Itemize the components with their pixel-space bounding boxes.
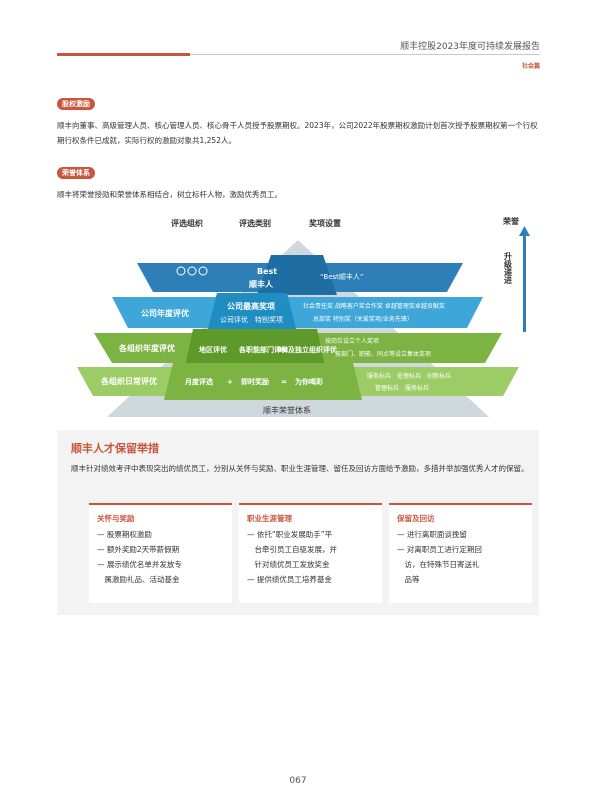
people-icon-3 <box>198 266 208 276</box>
card-title: 保留及回访 <box>397 514 435 523</box>
level-1-center <box>257 255 337 295</box>
level-2-mid-line1: 公司最高奖项 <box>227 301 275 311</box>
stock-incentive-text: 顺丰向董事、高级管理人员、核心管理人员、核心骨干人员授予股票期权。2023年，公… <box>57 121 538 145</box>
card-care-reward: 关怀与奖励 — 股票期权激励 — 额外奖励2天带薪假期 — 展示绩优名单并发放专… <box>89 503 232 603</box>
level-4-award-line1: 服务标兵 处理标兵 创新标兵 <box>367 372 451 380</box>
level-4-mid-5: 为你喝彩 <box>295 377 324 386</box>
card-item: 访，在特殊节日寄送礼 <box>397 560 480 569</box>
level-2-left: 公司年度评优 <box>141 308 189 318</box>
level-3-mid-3: BU及独立组织评优 <box>277 345 337 354</box>
level-3-award-line1: 按岗位设立个人奖项 <box>325 337 379 345</box>
level-2-center <box>207 293 297 332</box>
section-label: 社会篇 <box>521 63 540 70</box>
card-item: — 对离职员工进行定期回 <box>397 545 482 554</box>
col-header-org: 评选组织 <box>171 218 203 228</box>
card-item: 针对绩优员工发放奖金 <box>247 560 330 569</box>
col-header-category: 评选类别 <box>239 218 271 228</box>
col-header-award: 奖项设置 <box>309 218 341 228</box>
level-4-mid-1: 月度评选 <box>184 377 213 386</box>
card-item: — 进行离职面谈挽留 <box>397 530 467 539</box>
header-divider <box>190 54 540 55</box>
level-3-mid-1: 地区评优 <box>199 345 227 354</box>
card-item: — 额外奖励2天带薪假期 <box>97 545 180 554</box>
level-4-mid-4: = <box>281 378 287 386</box>
level-2-award-line1: 社会责任奖 战略客户奖合作奖 卓越管理奖卓越贡献奖 <box>303 302 445 310</box>
level-3-center <box>185 329 325 367</box>
retention-intro: 顺丰针对绩效考评中表现突出的绩优员工，分别从关怀与奖励、职业生涯管理、留任及回访… <box>71 464 529 473</box>
card-title: 职业生涯管理 <box>247 514 292 523</box>
card-item: 台牵引员工自驱发展，并 <box>247 545 337 554</box>
level-1-award: “Best顺丰人” <box>320 272 364 281</box>
level-4-mid-2: + <box>227 378 233 386</box>
level-3-mid-2: 各职能部门评优 <box>238 345 288 354</box>
card-item: 属激励礼品、活动基金 <box>97 575 180 584</box>
honor-system-text: 顺丰将荣誉授勋和荣誉体系相结合，树立标杆人物，激励优秀员工。 <box>57 190 282 199</box>
report-title: 顺丰控股2023年度可持续发展报告 <box>400 42 540 52</box>
card-item: — 提供绩优员工培养基金 <box>247 575 332 584</box>
talent-retention-section: 顺丰人才保留举措 顺丰针对绩效考评中表现突出的绩优员工，分别从关怀与奖励、职业生… <box>57 430 539 615</box>
honor-arrow-label: 荣誉 <box>502 216 520 226</box>
level-4-left: 各组织日常评优 <box>100 376 157 386</box>
level-2-award-line2: 总部奖 特别奖（关爱奖项/业务先锋） <box>313 315 413 323</box>
honor-arrow-head <box>519 226 530 236</box>
level-3-left: 各组织年度评优 <box>118 343 175 353</box>
header-accent-line <box>57 53 190 56</box>
level-1-mid-line2: 顺丰人 <box>249 279 274 289</box>
level-4-award-line2: 管理标兵 服务标兵 <box>375 384 429 392</box>
level-4-mid-3: 即时奖励 <box>241 377 269 386</box>
card-title: 关怀与奖励 <box>97 514 135 523</box>
level-2-mid-line2: 公司评优 特别奖项 <box>220 315 283 324</box>
honor-arrow-text: 升级递进 <box>503 251 513 285</box>
card-career-management: 职业生涯管理 — 依托“职业发展助手”平 台牵引员工自驱发展，并 针对绩优员工发… <box>239 503 382 603</box>
honor-system-tag: 荣誉体系 <box>57 167 95 179</box>
page-number: 067 <box>289 776 307 786</box>
level-1-mid-line1: Best <box>257 267 277 276</box>
people-icon-2 <box>187 266 197 276</box>
people-icon <box>176 266 186 276</box>
stock-incentive-tag: 股权激励 <box>57 98 95 110</box>
card-item: — 展示绩优名单并发放专 <box>97 560 182 569</box>
card-retention-followup: 保留及回访 — 进行离职面谈挽留 — 对离职员工进行定期回 访，在特殊节日寄送礼… <box>389 503 532 603</box>
level-2-band <box>112 297 483 328</box>
honor-pyramid-diagram: 评选组织 评选类别 奖项设置 荣誉 升级递进 Best 顺丰人 “Best顺丰人… <box>57 212 539 428</box>
level-3-award-line2: 按部门、职能、同点等设立集体奖项 <box>335 350 431 358</box>
honor-arrow-shaft <box>523 234 526 332</box>
pyramid-base-label: 顺丰荣誉体系 <box>263 405 311 415</box>
card-item: 品等 <box>397 575 420 584</box>
card-item: — 依托“职业发展助手”平 <box>247 530 333 539</box>
level-4-center <box>164 363 362 400</box>
retention-title: 顺丰人才保留举措 <box>71 442 159 455</box>
card-item: — 股票期权激励 <box>97 530 152 539</box>
